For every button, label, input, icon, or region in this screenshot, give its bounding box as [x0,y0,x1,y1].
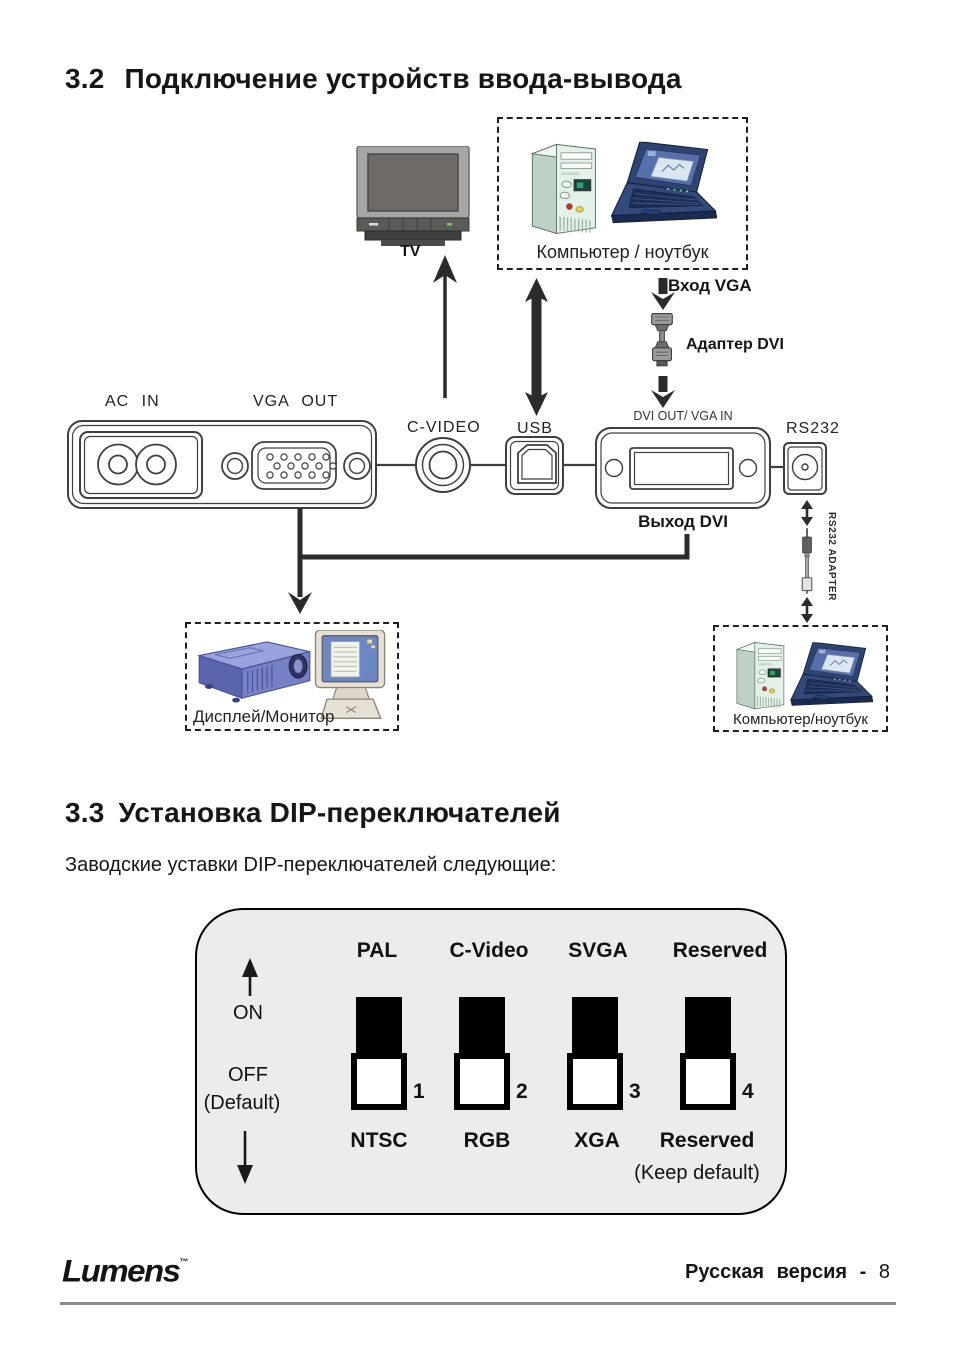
keep-default-label: (Keep default) [634,1162,760,1184]
cvideo-tv-arrow [433,255,457,398]
dip-bottom-label-xga: XGA [574,1129,620,1152]
usb-label: USB [517,420,553,437]
rs232-adapter-label: RS232 ADAPTER [826,512,837,602]
section-title: Установка DIP-переключателей [118,797,561,828]
projector-graphic [196,641,311,703]
dip-on-label: ON [233,1002,263,1024]
trademark-symbol: ™ [179,1256,189,1267]
computer-box-top-label: Компьютер / ноутбук [536,242,709,262]
computer-box-top: Компьютер / ноутбук [497,117,748,270]
dvi-port-label: DVI OUT/ VGA IN [633,409,733,423]
switch-number: 3 [629,1080,641,1103]
vga-input-arrow [651,278,675,310]
crt-monitor-graphic [314,630,386,719]
section-title: Подключение устройств ввода-вывода [124,63,682,94]
brand-text: Lumens [62,1252,181,1289]
edition-separator: - [859,1261,867,1283]
display-box: Дисплей/Монитор [185,622,399,731]
footer-brand-logo: Lumens™ [62,1253,189,1289]
ac-in-label: AC IN [105,393,160,410]
back-panel-graphic [67,420,827,509]
dip-switch-panel: PAL C-Video SVGA Reserved ON OFF (Defaul… [195,908,787,1215]
switch-number: 1 [413,1080,425,1103]
dvi-output-label: Выход DVI [638,512,728,531]
switch-body [459,997,505,1055]
switch-slider [351,1053,407,1110]
tv-graphic [356,146,470,246]
footer-rule [60,1302,896,1305]
display-box-label: Дисплей/Монитор [193,707,335,726]
footer-edition: Русская версия - 8 [560,1261,890,1284]
output-path-arrow [288,508,690,614]
dip-top-label-reserved: Reserved [672,939,768,962]
dip-top-label-svga: SVGA [568,939,628,962]
switch-body [572,997,618,1055]
vga-input-label: Вход VGA [668,276,752,295]
dip-intro-text: Заводские уставки DIP-переключателей сле… [65,854,557,876]
dvi-adapter-arrow [651,376,675,408]
dip-on-arrow [242,958,258,996]
rs232-double-arrow-bottom [801,597,813,623]
dvi-adapter-label: Адаптер DVI [686,336,784,353]
tower-graphic-small [731,637,787,713]
section-number: 3.2 [65,63,105,94]
dip-off-label: OFF [228,1064,268,1086]
laptop-graphic-small [781,641,873,711]
rs232-double-arrow-top [801,500,813,526]
laptop-graphic [599,133,717,237]
dip-top-label-cvideo: C-Video [449,939,529,962]
dip-default-label: (Default) [203,1092,281,1114]
dip-bottom-label-ntsc: NTSC [350,1129,408,1152]
section-number: 3.3 [65,797,105,828]
c-video-label: C-VIDEO [407,419,481,436]
tv-label: TV [400,243,421,260]
edition-label: Русская версия [685,1261,848,1283]
tower-graphic [523,137,601,239]
switch-number: 2 [516,1080,528,1103]
switch-number: 4 [742,1080,754,1103]
dip-bottom-label-reserved: Reserved [659,1129,755,1152]
switch-slider [680,1053,736,1110]
switch-slider [567,1053,623,1110]
dvi-adapter-graphic [651,313,673,367]
usb-computer-arrow [525,278,548,416]
dip-bottom-label-rgb: RGB [463,1129,511,1152]
page-number: 8 [878,1261,890,1283]
switch-slider [454,1053,510,1110]
rs232-label: RS232 [786,420,840,437]
switch-body [685,997,731,1055]
computer-box-bottom-label: Компьютер/ноутбук [733,711,868,728]
switch-body [356,997,402,1055]
computer-box-bottom: Компьютер/ноутбук [713,625,888,732]
vga-out-label: VGA OUT [253,393,339,410]
dip-top-label-pal: PAL [356,939,398,962]
dip-off-arrow [237,1131,253,1184]
section-32-heading: 3.2 Подключение устройств ввода-вывода [65,63,682,95]
section-33-heading: 3.3 Установка DIP-переключателей [65,797,561,829]
rs232-adapter-graphic [801,528,813,594]
